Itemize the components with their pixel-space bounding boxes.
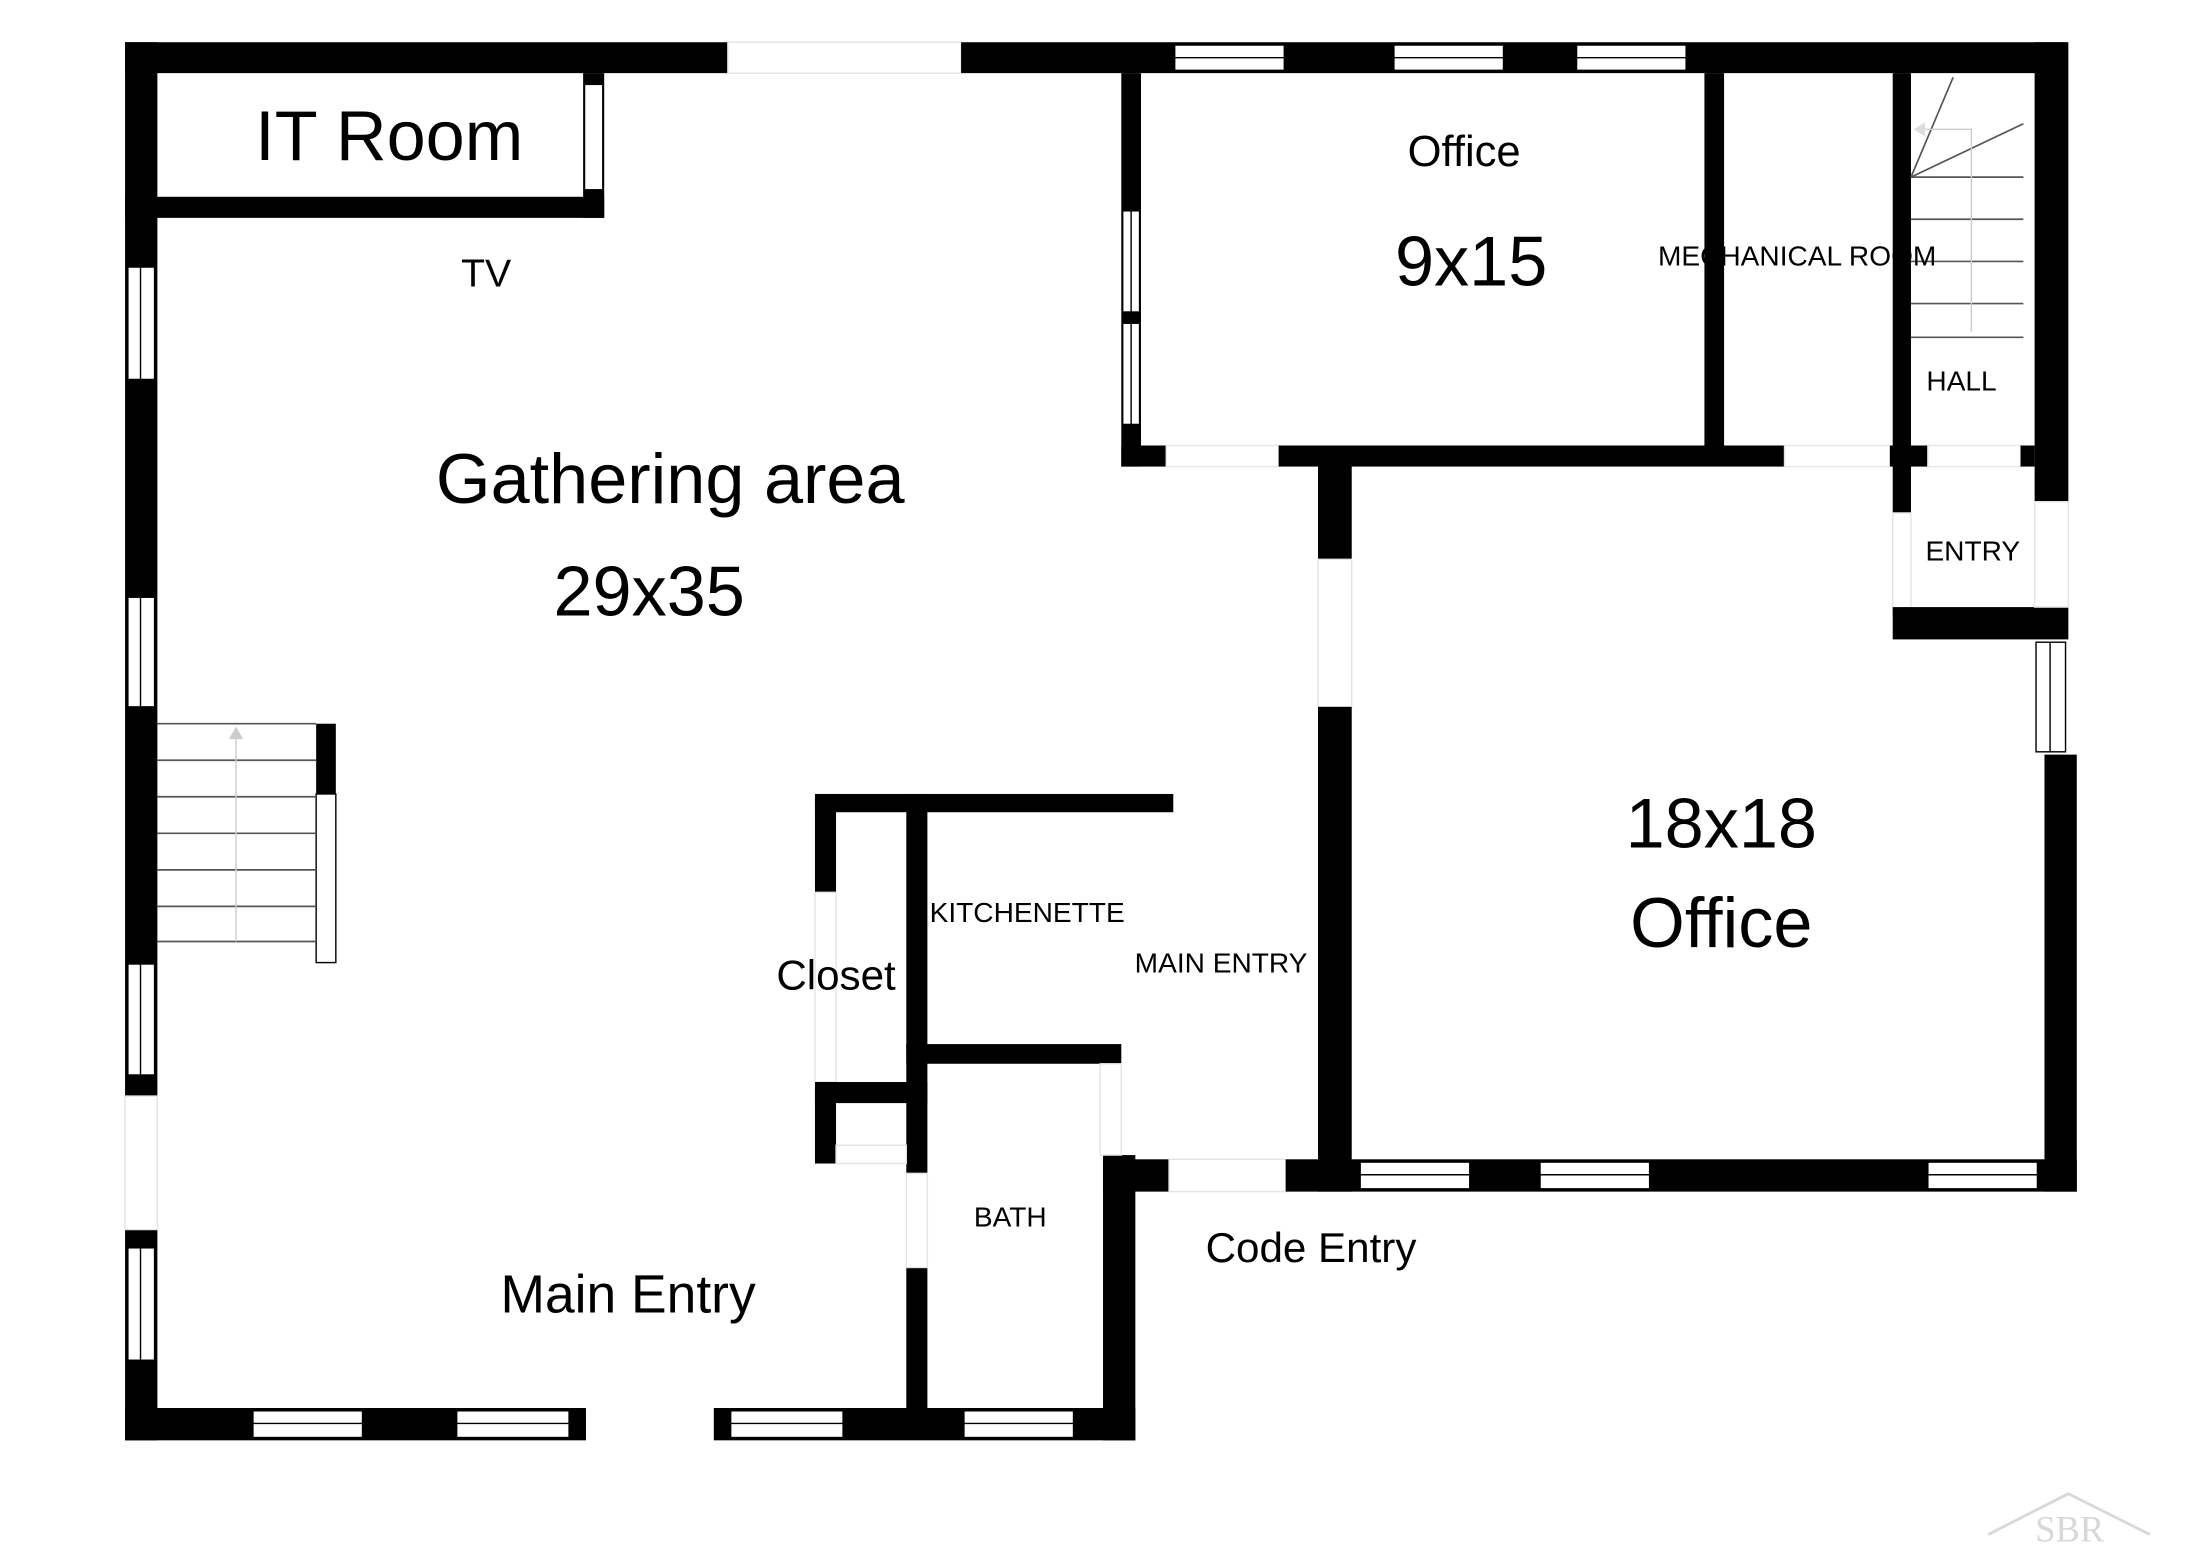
- entry-label: ENTRY: [1925, 536, 2020, 567]
- window: [1173, 44, 1285, 72]
- bath-label: BATH: [974, 1202, 1047, 1233]
- window: [2035, 641, 2067, 753]
- window: [1121, 322, 1141, 426]
- hall-label: HALL: [1926, 366, 1996, 397]
- window: [127, 266, 156, 381]
- window: [1927, 1161, 2039, 1190]
- it-room-label: IT Room: [255, 96, 523, 175]
- office-large-size: 18x18: [1626, 783, 1817, 862]
- window: [583, 83, 604, 191]
- window: [1121, 210, 1141, 313]
- staircase-left: [157, 722, 337, 964]
- window: [1575, 44, 1687, 72]
- window: [963, 1410, 1075, 1439]
- code-entry-label: Code Entry: [1206, 1224, 1417, 1271]
- main-entry-label: Main Entry: [501, 1265, 756, 1324]
- window: [1359, 1161, 1471, 1190]
- window: [1539, 1161, 1651, 1190]
- windows: [127, 44, 2067, 1439]
- window: [127, 963, 156, 1076]
- window: [127, 596, 156, 708]
- gathering-area-label: Gathering area: [436, 439, 906, 518]
- mechanical-room-label: MECHANICAL ROOM: [1658, 241, 1936, 272]
- office-small-label: Office: [1408, 128, 1521, 176]
- staircase-hall: [1910, 77, 2024, 339]
- office-small-size: 9x15: [1395, 221, 1547, 300]
- gathering-area-size: 29x35: [553, 552, 744, 631]
- watermark-text: SBR: [2035, 1508, 2105, 1549]
- closet-label: Closet: [776, 951, 896, 998]
- window: [1393, 44, 1505, 72]
- watermark-logo: SBR: [1987, 1492, 2151, 1549]
- window: [252, 1410, 364, 1439]
- main-entry-inner-label: MAIN ENTRY: [1135, 947, 1308, 978]
- window: [729, 1410, 844, 1439]
- room-labels: IT Room TV Gathering area 29x35 Office 9…: [255, 96, 2020, 1324]
- office-large-label: Office: [1630, 883, 1812, 962]
- tv-label: TV: [461, 252, 512, 296]
- window: [455, 1410, 570, 1439]
- window: [127, 1247, 156, 1361]
- kitchenette-label: KITCHENETTE: [930, 897, 1125, 928]
